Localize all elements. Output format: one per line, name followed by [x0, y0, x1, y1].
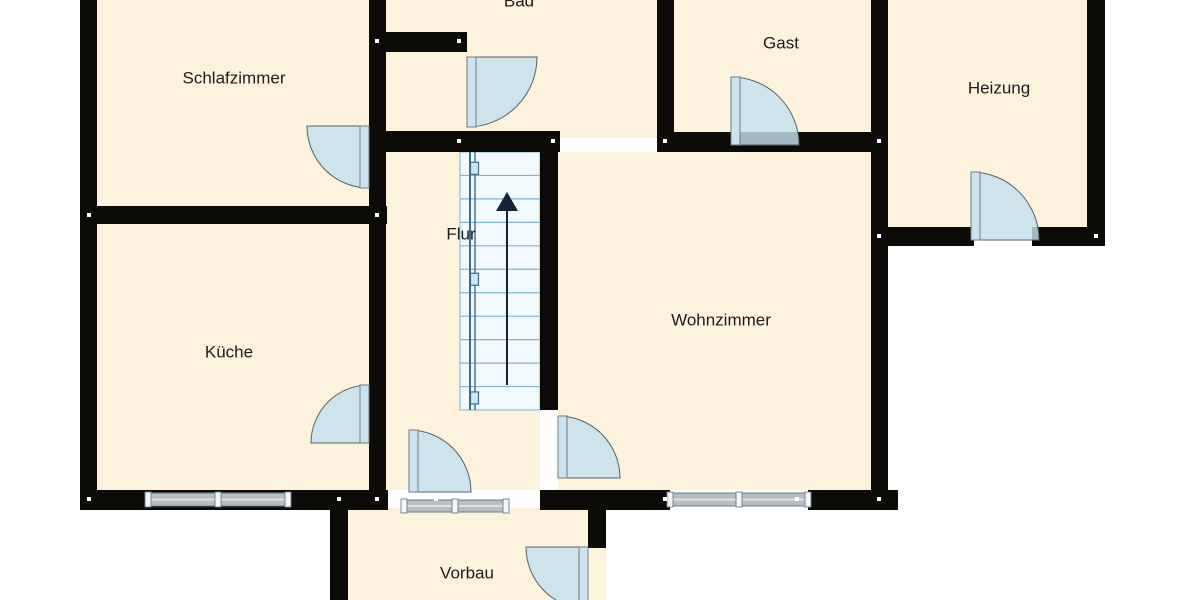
- door-leaf: [970, 171, 981, 241]
- window-mullion: [502, 498, 510, 514]
- wall-vorbau-right: [588, 508, 606, 548]
- door-leaf: [557, 415, 568, 479]
- window-mullion: [284, 491, 292, 508]
- wall-node-dot: [375, 39, 379, 43]
- wall-heizung-bottom-r: [1032, 227, 1105, 246]
- wall-node-dot: [877, 234, 881, 238]
- stair-railing-post: [469, 161, 480, 175]
- wall-bad-stub: [369, 32, 467, 52]
- window-wohnzimmer: [666, 491, 812, 508]
- wall-node-dot: [375, 497, 379, 501]
- stair-railing-post: [469, 391, 480, 405]
- door-leaf: [578, 546, 589, 600]
- door-leaf: [359, 384, 370, 444]
- wall-center-left-lower: [369, 183, 386, 510]
- window-mullion: [451, 498, 459, 514]
- wall-stair-right: [540, 152, 558, 410]
- window-vorbau-top: [400, 498, 510, 514]
- window-layer: [144, 491, 812, 514]
- wall-exterior-left: [80, 0, 97, 510]
- window-mullion: [144, 491, 152, 508]
- window-mullion: [735, 491, 743, 508]
- window-mullion: [214, 491, 222, 508]
- wall-node-dot: [434, 497, 438, 501]
- wall-wohnzimmer-right: [871, 146, 888, 510]
- stair-railing-post: [469, 272, 480, 286]
- fill-flur-right: [460, 410, 540, 490]
- wall-schlaf-kueche: [97, 206, 387, 224]
- door-kueche: [310, 384, 370, 444]
- window-kueche: [144, 491, 292, 508]
- door-layer: [306, 56, 1040, 600]
- door-gast: [730, 76, 800, 146]
- door-leaf: [466, 56, 477, 128]
- wall-node-dot: [877, 139, 881, 143]
- stair-up-arrow-icon: [496, 192, 518, 211]
- fill-wohnzimmer: [558, 152, 872, 490]
- wall-bottom-kueche-win-l: [80, 490, 148, 510]
- door-flur-vorbau: [408, 429, 472, 493]
- wall-node-dot: [877, 497, 881, 501]
- wall-node-dot: [375, 213, 379, 217]
- door-vorbau-entry: [525, 546, 589, 600]
- wall-node-dot: [1094, 234, 1098, 238]
- wall-vorbau-left: [330, 508, 348, 600]
- fill-kueche: [97, 224, 369, 490]
- window-mullion: [666, 491, 674, 508]
- wall-node-dot: [337, 497, 341, 501]
- door-leaf: [359, 125, 370, 189]
- door-bad: [466, 56, 538, 128]
- staircase-flur: [459, 151, 541, 411]
- wall-exterior-right: [1087, 0, 1105, 245]
- wall-node-dot: [87, 213, 91, 217]
- stair-footprint: [459, 151, 541, 411]
- door-leaf: [408, 429, 419, 493]
- wall-heizung-bottom-l: [871, 227, 974, 246]
- wall-node-dot: [457, 39, 461, 43]
- wall-node-dot: [795, 497, 799, 501]
- window-mullion: [400, 498, 408, 514]
- door-swing-arc: [525, 546, 589, 600]
- door-heizung: [970, 171, 1040, 241]
- wall-gast-right: [871, 0, 888, 152]
- wall-bottom-wohn-left: [540, 490, 670, 510]
- wall-bottom-wohn-right: [808, 490, 898, 510]
- wall-node-layer: [87, 39, 1098, 501]
- wall-node-dot: [663, 139, 667, 143]
- wall-node-dot: [87, 497, 91, 501]
- fill-schlafzimmer: [97, 0, 369, 206]
- wall-center-left-upper: [369, 0, 386, 206]
- wall-flur-divider: [385, 131, 560, 152]
- wall-bad-right: [657, 0, 674, 152]
- wall-node-dot: [663, 497, 667, 501]
- wall-node-dot: [551, 139, 555, 143]
- window-mullion: [804, 491, 812, 508]
- door-schlafzimmer: [306, 125, 370, 189]
- door-leaf: [730, 76, 741, 146]
- wall-node-dot: [457, 139, 461, 143]
- door-wohnzimmer: [557, 415, 621, 479]
